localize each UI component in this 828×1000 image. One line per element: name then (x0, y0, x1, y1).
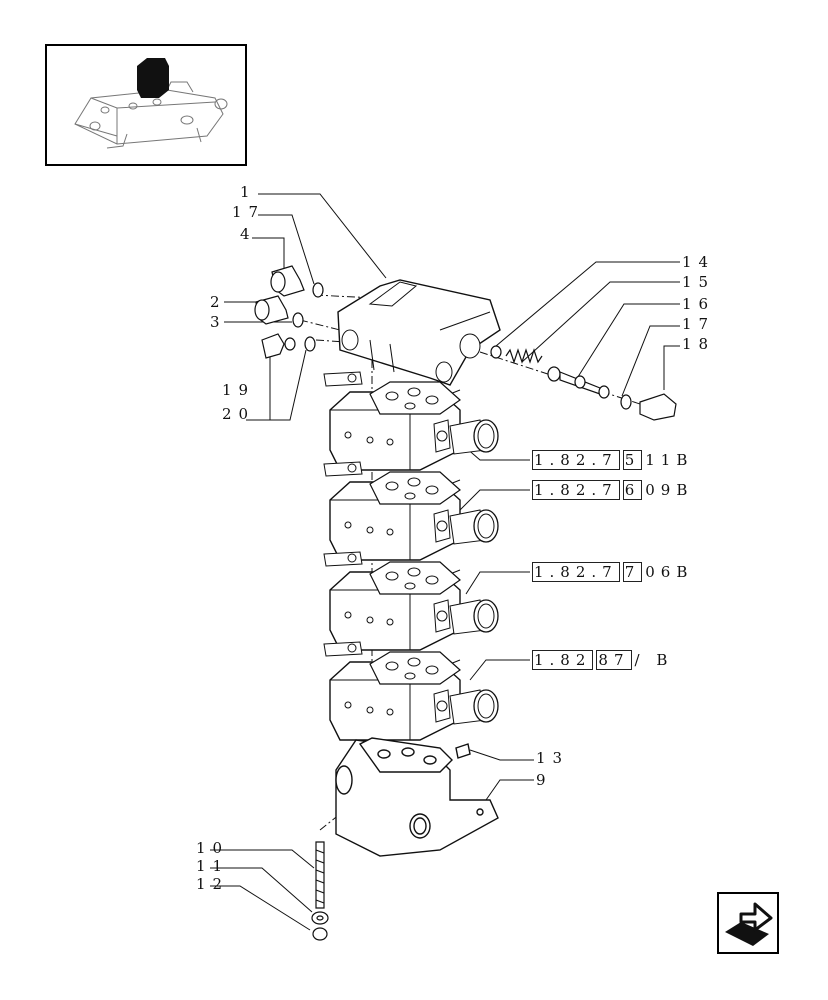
label-part-15: 15 (682, 273, 716, 291)
ref-link-1-suffix: 11B (645, 451, 694, 469)
label-part-9: 9 (536, 771, 553, 789)
ref-link-4-main: 1.82 (532, 650, 594, 670)
label-part-12: 12 (196, 875, 230, 893)
ref-link-2-sub: 6 (622, 480, 643, 500)
label-part-14: 14 (682, 253, 716, 271)
left-fittings (254, 265, 324, 359)
ref-link-3-main: 1.82.7 (532, 562, 620, 582)
valve-section-3 (323, 551, 499, 651)
label-part-11: 11 (196, 857, 230, 875)
stud-washer-nut (311, 841, 329, 941)
ref-link-3-sub: 7 (622, 562, 643, 582)
label-part-13: 13 (536, 749, 570, 767)
label-part-2: 2 (210, 293, 227, 311)
ref-link-2-suffix: 09B (645, 481, 694, 499)
label-part-4: 4 (240, 225, 257, 243)
label-part-17-left: 17 (232, 203, 266, 221)
right-fittings (490, 345, 677, 421)
label-part-19: 19 (222, 381, 256, 399)
ref-link-2-main: 1.82.7 (532, 480, 620, 500)
hydraulic-housing-thumbnail-icon (74, 58, 228, 149)
valve-body-top (337, 279, 501, 386)
label-part-16: 16 (682, 295, 716, 313)
valve-end-plate (335, 737, 499, 857)
label-part-3: 3 (210, 313, 227, 331)
assembly-thumbnail (45, 44, 247, 166)
label-part-17-right: 17 (682, 315, 716, 333)
ref-link-1-main: 1.82.7 (532, 450, 620, 470)
next-page-button[interactable] (717, 892, 779, 954)
ref-link-1-sub: 5 (622, 450, 643, 470)
label-part-20: 20 (222, 405, 256, 423)
label-part-10: 10 (196, 839, 230, 857)
ref-link-4-sub: 87 (596, 650, 632, 670)
ref-link-4-suffix: / B (634, 651, 674, 669)
label-part-1: 1 (240, 183, 257, 201)
ref-link-3-suffix: 06B (645, 563, 694, 581)
label-part-18: 18 (682, 335, 716, 353)
valve-section-2 (323, 461, 499, 561)
next-page-arrow-icon (725, 902, 773, 946)
valve-section-1 (323, 371, 499, 471)
valve-section-4 (323, 641, 499, 741)
